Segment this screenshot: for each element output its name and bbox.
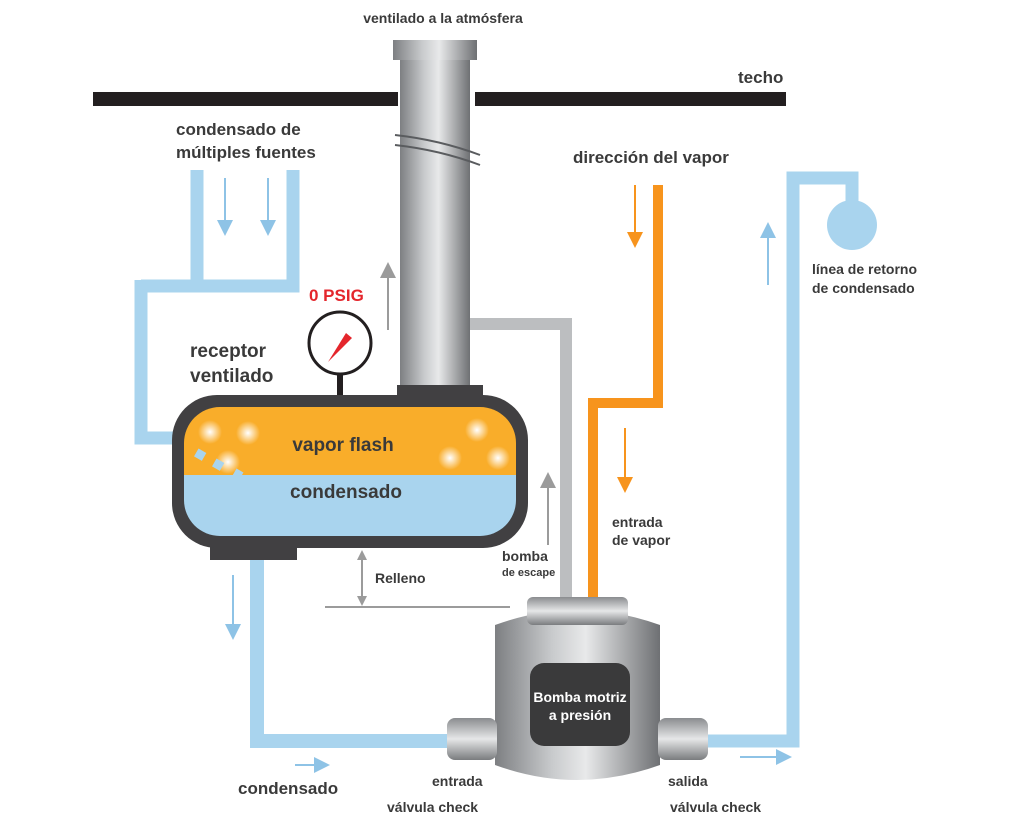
return-line-label-1: línea de retorno [812,261,917,277]
outlet-check-valve [658,718,708,760]
exhaust-pipe [470,318,572,612]
condensate-zone [184,475,516,536]
inlet-valve-label-1: entrada [432,773,483,789]
pump-label-1: Bomba motriz [533,689,626,705]
vent-label: ventilado a la atmósfera [363,10,523,26]
steam-inlet-label-2: de vapor [612,532,671,548]
outlet-condensate-pipe [250,560,455,748]
exhaust-label-1: bomba [502,548,548,564]
gauge-reading: 0 PSIG [309,286,364,305]
receiver-label-2: ventilado [190,366,273,387]
flash-steam-label: vapor flash [292,435,393,456]
gauge-needle [328,333,352,362]
return-line-label-2: de condensado [812,280,915,296]
condensate-droplets [194,448,244,480]
flash-bubbles [198,418,510,474]
return-line-bulb [827,200,877,250]
fill-head-label: Relleno [375,570,426,586]
pump-label-plate [530,663,630,746]
ceiling-label: techo [738,68,783,87]
tank-condensate-label: condensado [290,482,402,503]
vent-pipe-cap [393,40,477,60]
inlet-check-valve [447,718,497,760]
ceiling-left [93,92,398,106]
receiver-label-1: receptor [190,341,267,362]
steam-direction-label: dirección del vapor [573,148,729,167]
ceiling-right [475,92,786,106]
inlet-label-1: condensado de [176,120,301,139]
outlet-valve-label-1: salida [668,773,708,789]
outlet-condensate-label: condensado [238,779,338,798]
steam-inlet-label-1: entrada [612,514,663,530]
vent-pipe [400,55,470,390]
inlet-label-2: múltiples fuentes [176,143,316,162]
inlet-valve-label-2: válvula check [387,799,478,815]
exhaust-label-2: de escape [502,567,555,579]
pump-top-cap [527,597,628,625]
condensate-return-line [700,171,859,748]
steam-pipe [588,185,663,605]
pipe-break-mark [394,134,481,166]
pump-label-2: a presión [549,707,611,723]
outlet-valve-label-2: válvula check [670,799,761,815]
